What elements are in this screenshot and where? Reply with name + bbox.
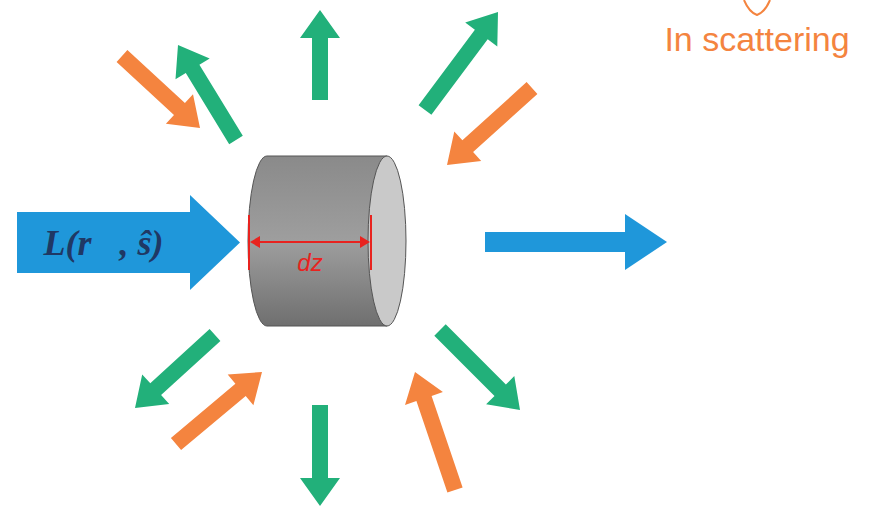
in-scatter-arrow <box>117 50 200 128</box>
dimension-tick <box>248 215 250 270</box>
volume-element: dz <box>247 155 409 327</box>
cylinder-face <box>368 156 406 326</box>
cylinder <box>247 155 409 327</box>
annotation: In scattering <box>664 20 849 59</box>
cylinder-body <box>248 156 387 326</box>
brace <box>744 0 770 15</box>
radiance-symbol: L(r⃗, ŝ) <box>44 222 164 264</box>
dimension-head <box>250 236 260 248</box>
in-scatter-arrow <box>447 82 537 165</box>
dimension-line <box>255 241 365 243</box>
out-scatter-arrow <box>300 10 340 100</box>
dimension-head <box>360 236 370 248</box>
transmitted-arrow <box>485 214 667 270</box>
dimension-tick <box>370 215 372 270</box>
arrow-body <box>17 195 240 290</box>
in-scatter-arrow <box>171 372 262 450</box>
out-scatter-arrow <box>419 12 498 115</box>
out-scatter-arrow <box>176 45 243 144</box>
radiance-arrow: L(r⃗, ŝ) <box>17 195 240 290</box>
out-scatter-arrow <box>135 329 220 408</box>
out-scatter-arrow <box>300 405 340 506</box>
dimension-label: dz <box>297 249 322 277</box>
in-scatter-arrow <box>405 372 463 493</box>
out-scatter-arrow <box>434 324 520 410</box>
